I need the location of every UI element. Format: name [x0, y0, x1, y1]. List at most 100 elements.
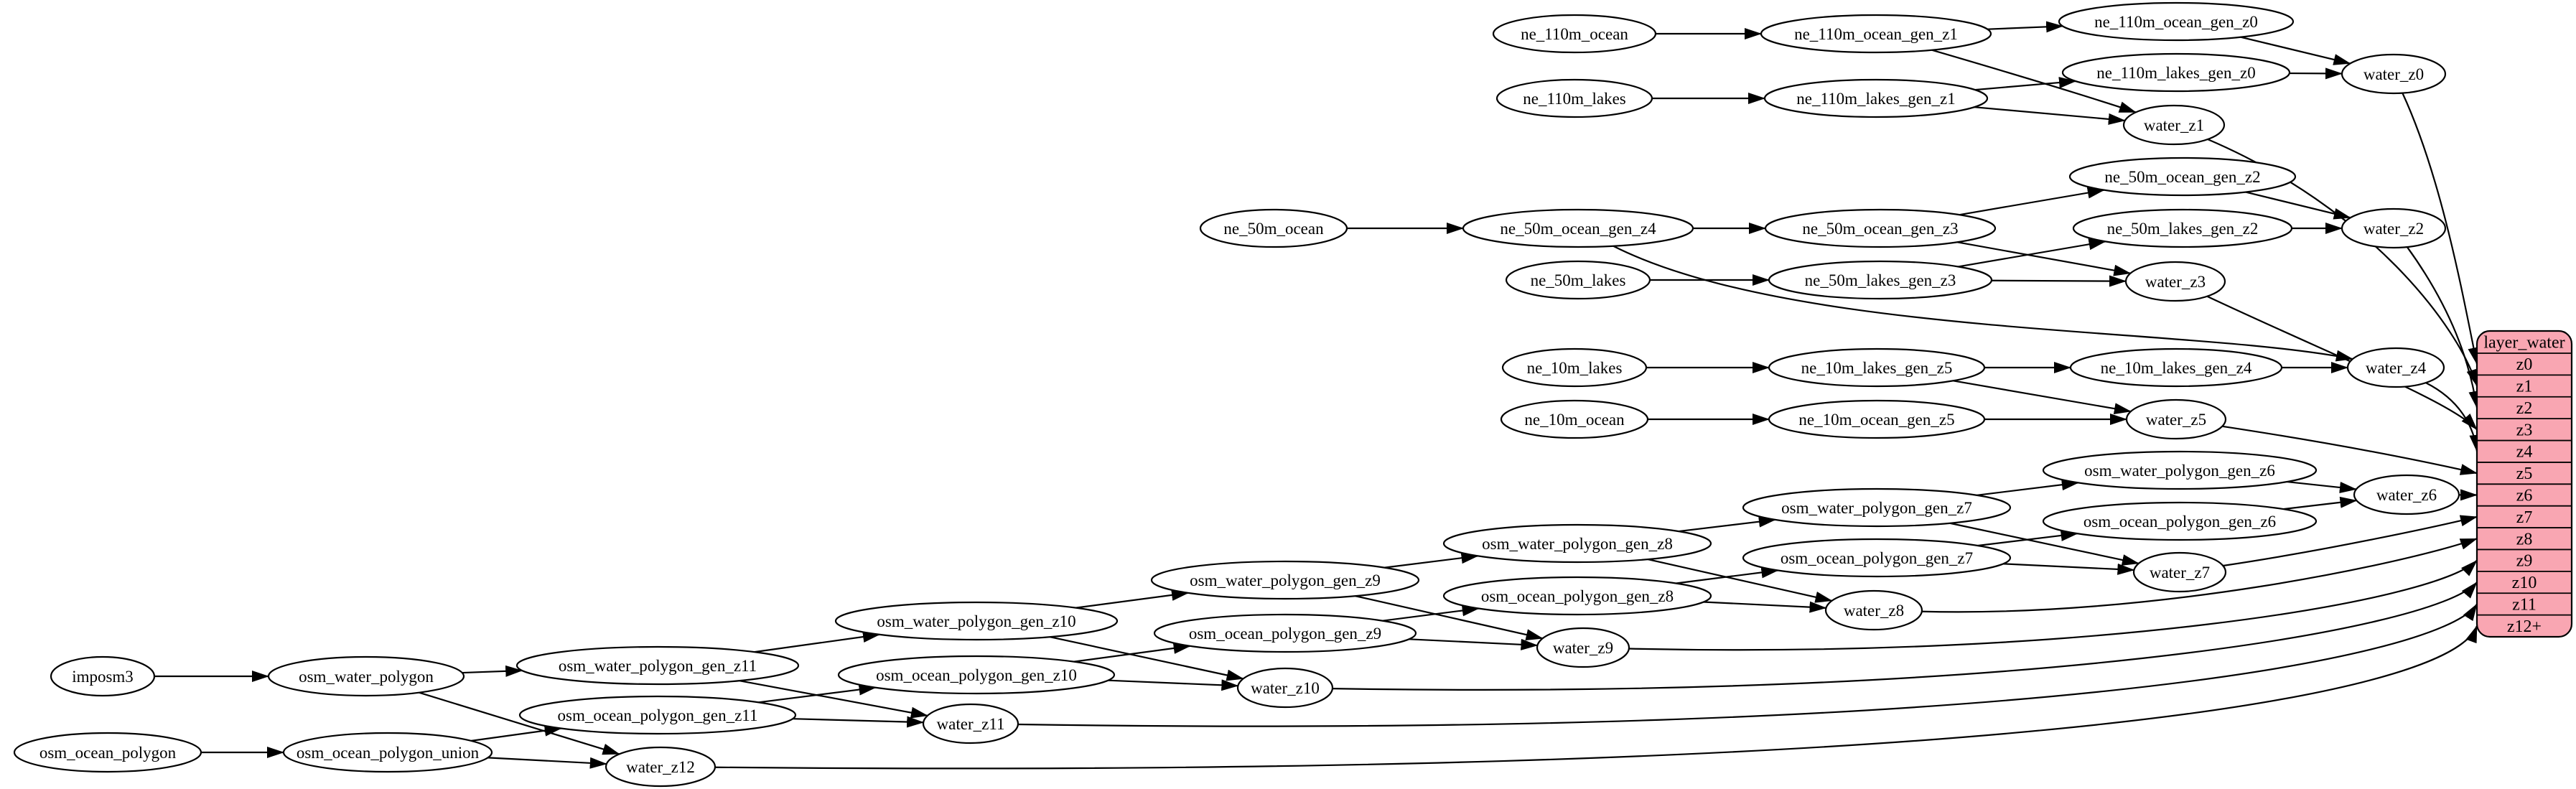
node-ellipse-osm_ocean_polygon_union [282, 732, 493, 773]
edge-water_z7-to-layer_water-z7 [2223, 515, 2478, 567]
node-ne_110m_ocean: ne_110m_ocean [1492, 14, 1657, 54]
node-osm_water_polygon: osm_water_polygon [267, 655, 465, 697]
node-osm_ocean_polygon_union: osm_ocean_polygon_union [282, 732, 493, 773]
node-label-osm_water_polygon_gen_z11: osm_water_polygon_gen_z11 [559, 657, 757, 675]
node-water_z2: water_z2 [2341, 207, 2447, 249]
node-osm_water_polygon_gen_z7: osm_water_polygon_gen_z7 [1742, 487, 2012, 528]
node-ellipse-osm_water_polygon_gen_z10 [834, 601, 1119, 641]
node-water_z11: water_z11 [922, 703, 1019, 744]
node-ellipse-ne_110m_lakes [1495, 78, 1653, 118]
node-ellipse-ne_50m_lakes_gen_z3 [1768, 260, 1993, 300]
node-label-osm_water_polygon: osm_water_polygon [299, 668, 434, 686]
edge-ne_110m_ocean_gen_z1-to-ne_110m_ocean_gen_z0 [1987, 21, 2064, 33]
record-layer: layer_waterz0z1z2z3z4z5z6z7z8z9z10z11z12… [2475, 330, 2573, 638]
node-ellipse-osm_water_polygon_gen_z8 [1442, 523, 1712, 564]
node-label-water_z8: water_z8 [1844, 602, 1904, 620]
node-ellipse-osm_water_polygon_gen_z9 [1150, 560, 1420, 600]
edge-ne_10m_lakes_gen_z5-to-water_z5 [1953, 380, 2132, 415]
node-ellipse-water_z11 [922, 703, 1019, 744]
edge-osm_ocean_polygon_gen_z6-to-water_z6 [2283, 496, 2358, 510]
record-title: layer_water [2483, 334, 2565, 353]
node-water_z10: water_z10 [1236, 667, 1334, 709]
record-row-z2: z2 [2516, 399, 2533, 418]
node-label-ne_10m_ocean: ne_10m_ocean [1524, 411, 1625, 429]
edge-osm_ocean_polygon_gen_z11-to-osm_ocean_polygon_gen_z10 [758, 683, 877, 704]
node-label-osm_ocean_polygon_gen_z8: osm_ocean_polygon_gen_z8 [1481, 587, 1674, 605]
node-ellipse-osm_water_polygon [267, 655, 465, 697]
node-ne_50m_ocean_gen_z4: ne_50m_ocean_gen_z4 [1462, 208, 1694, 248]
node-label-osm_ocean_polygon_gen_z6: osm_ocean_polygon_gen_z6 [2083, 513, 2276, 531]
edge-osm_water_polygon_gen_z10-to-osm_water_polygon_gen_z9 [1075, 589, 1190, 609]
node-ellipse-osm_ocean_polygon_gen_z7 [1742, 538, 2012, 578]
node-ellipse-water_z10 [1236, 667, 1334, 709]
node-label-ne_50m_ocean_gen_z4: ne_50m_ocean_gen_z4 [1500, 220, 1656, 238]
record-row-z9: z9 [2516, 552, 2533, 571]
node-ellipse-ne_10m_lakes_gen_z4 [2069, 347, 2283, 388]
edge-osm_water_polygon_gen_z7-to-water_z7 [1949, 522, 2139, 566]
node-imposm3: imposm3 [50, 655, 156, 697]
node-ellipse-osm_ocean_polygon_gen_z6 [2042, 501, 2318, 541]
node-label-water_z0: water_z0 [2363, 65, 2424, 83]
node-label-osm_water_polygon_gen_z8: osm_water_polygon_gen_z8 [1482, 535, 1673, 553]
node-ellipse-ne_50m_lakes_gen_z2 [2072, 208, 2293, 248]
node-water_z4: water_z4 [2346, 347, 2445, 388]
edge-ne_50m_ocean_gen_z3-to-water_z3 [1957, 241, 2132, 276]
edge-osm_ocean_polygon_gen_z10-to-water_z10 [1108, 679, 1239, 691]
node-osm_ocean_polygon_gen_z11: osm_ocean_polygon_gen_z11 [518, 695, 797, 735]
record-row-z1: z1 [2516, 378, 2533, 396]
node-label-osm_ocean_polygon_gen_z7: osm_ocean_polygon_gen_z7 [1781, 549, 1973, 567]
node-water_z12: water_z12 [605, 746, 717, 788]
node-ellipse-ne_50m_ocean_gen_z2 [2068, 157, 2297, 197]
node-water_z3: water_z3 [2124, 261, 2226, 302]
node-label-water_z6: water_z6 [2376, 486, 2437, 504]
edge-osm_water_polygon_gen_z10-to-water_z10 [1050, 636, 1244, 681]
edge-osm_water_polygon_gen_z9-to-water_z9 [1355, 595, 1544, 640]
node-label-ne_110m_lakes: ne_110m_lakes [1523, 90, 1626, 108]
node-ellipse-water_z9 [1536, 627, 1630, 668]
node-label-water_z11: water_z11 [937, 715, 1005, 733]
record-row-z0: z0 [2516, 355, 2533, 374]
node-ellipse-osm_ocean_polygon_gen_z10 [837, 655, 1116, 695]
node-label-water_z3: water_z3 [2145, 273, 2206, 291]
node-ne_10m_ocean: ne_10m_ocean [1500, 399, 1649, 439]
node-label-water_z12: water_z12 [626, 758, 695, 776]
node-ne_10m_lakes: ne_10m_lakes [1501, 347, 1648, 388]
edge-osm_water_polygon_gen_z11-to-water_z11 [739, 680, 928, 719]
edge-ne_110m_lakes_gen_z1-to-water_z1 [1974, 106, 2126, 125]
node-ellipse-imposm3 [50, 655, 156, 697]
node-label-ne_110m_ocean_gen_z0: ne_110m_ocean_gen_z0 [2094, 13, 2258, 31]
edges-layer [154, 21, 2481, 770]
edge-ne_110m_ocean_gen_z1-to-water_z1 [1931, 49, 2137, 113]
node-label-ne_50m_lakes_gen_z3: ne_50m_lakes_gen_z3 [1805, 271, 1956, 289]
edge-osm_ocean_polygon_gen_z9-to-osm_ocean_polygon_gen_z8 [1382, 604, 1480, 622]
node-ellipse-water_z0 [2341, 53, 2447, 95]
node-osm_ocean_polygon_gen_z9: osm_ocean_polygon_gen_z9 [1153, 613, 1417, 653]
node-osm_water_polygon_gen_z8: osm_water_polygon_gen_z8 [1442, 523, 1712, 564]
edge-water_z11-to-layer_water-z11 [1017, 603, 2478, 727]
edge-osm_water_polygon_gen_z7-to-osm_water_polygon_gen_z6 [1977, 479, 2079, 496]
node-label-ne_10m_lakes: ne_10m_lakes [1527, 359, 1623, 377]
node-label-osm_ocean_polygon: osm_ocean_polygon [39, 744, 177, 762]
node-ellipse-water_z6 [2353, 474, 2460, 515]
node-label-ne_110m_ocean_gen_z1: ne_110m_ocean_gen_z1 [1794, 25, 1958, 43]
node-label-ne_10m_ocean_gen_z5: ne_10m_ocean_gen_z5 [1798, 411, 1954, 429]
node-water_z0: water_z0 [2341, 53, 2447, 95]
edge-ne_50m_ocean_gen_z3-to-ne_50m_ocean_gen_z2 [1959, 187, 2105, 216]
node-water_z1: water_z1 [2122, 104, 2226, 146]
node-ne_110m_ocean_gen_z0: ne_110m_ocean_gen_z0 [2058, 1, 2295, 42]
node-ellipse-ne_110m_ocean [1492, 14, 1657, 54]
edge-osm_water_polygon-to-water_z12 [419, 691, 620, 755]
node-ne_50m_ocean_gen_z3: ne_50m_ocean_gen_z3 [1764, 208, 1997, 248]
node-ellipse-water_z5 [2125, 398, 2227, 440]
node-ellipse-ne_50m_ocean [1199, 208, 1348, 248]
node-ellipse-osm_ocean_polygon_gen_z11 [518, 695, 797, 735]
edge-water_z2-to-layer_water-z2 [2406, 246, 2481, 408]
node-ellipse-ne_110m_ocean_gen_z1 [1760, 14, 1992, 54]
node-label-osm_water_polygon_gen_z9: osm_water_polygon_gen_z9 [1190, 571, 1381, 589]
node-osm_ocean_polygon_gen_z7: osm_ocean_polygon_gen_z7 [1742, 538, 2012, 578]
node-ellipse-ne_10m_ocean_gen_z5 [1768, 399, 1986, 439]
record-row-z4: z4 [2516, 443, 2533, 462]
edge-water_z12-to-layer_water-z12+ [714, 625, 2478, 770]
node-label-ne_50m_ocean_gen_z3: ne_50m_ocean_gen_z3 [1802, 220, 1958, 238]
node-water_z9: water_z9 [1536, 627, 1630, 668]
